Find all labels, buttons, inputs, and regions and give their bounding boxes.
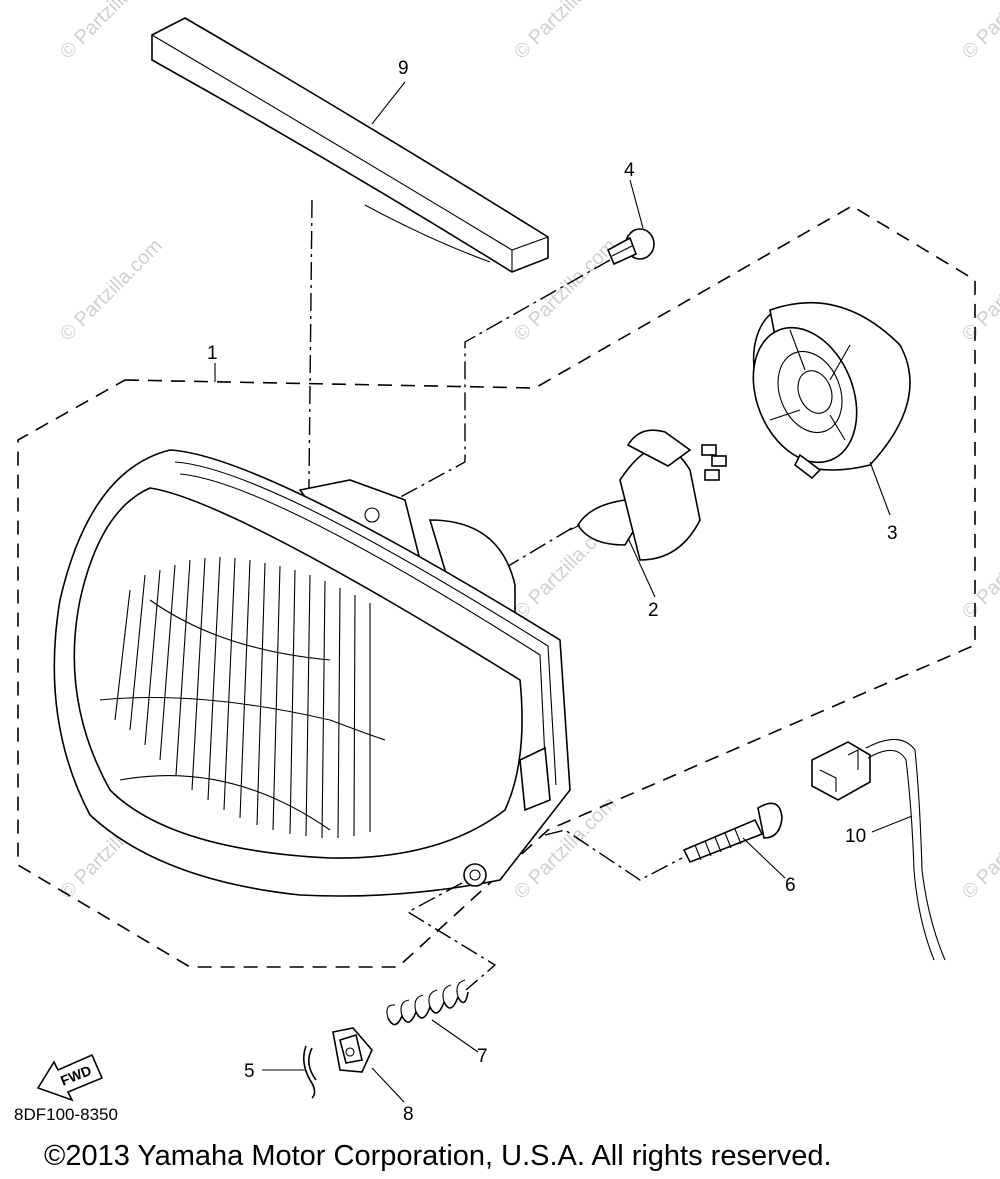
watermark: © Partzilla.com <box>510 0 621 64</box>
part-10-connector <box>811 738 946 961</box>
callout-1: 1 <box>207 343 218 364</box>
leader-2 <box>627 537 656 598</box>
leader-7 <box>431 1019 479 1053</box>
watermark: © Partzilla.com <box>56 0 167 64</box>
part-6-bolt <box>682 802 783 864</box>
leader-3 <box>869 461 891 516</box>
part-8-adjuster <box>332 1027 373 1073</box>
watermark: © Partzilla.com <box>56 235 167 346</box>
callout-6: 6 <box>785 875 796 896</box>
watermark: © Partzilla.com <box>958 0 1000 64</box>
part-5-clip <box>302 1045 317 1099</box>
part-3-bulb-cover <box>752 301 911 480</box>
callout-7: 7 <box>477 1046 488 1067</box>
leader-9 <box>371 81 406 125</box>
part-4-grommet <box>606 228 655 266</box>
leader-4 <box>629 179 644 229</box>
watermark: © Partzilla.com <box>958 513 1000 624</box>
alignment-line-4 <box>394 259 611 501</box>
diagram-code: 8DF100-8350 <box>14 1105 118 1124</box>
callout-10: 10 <box>845 826 866 847</box>
callout-4: 4 <box>624 160 635 181</box>
callout-8: 8 <box>403 1104 414 1125</box>
alignment-line-6 <box>544 829 683 881</box>
part-1-headlight <box>53 449 571 897</box>
forward-arrow-icon: FWD <box>36 1053 104 1102</box>
watermark: © Partzilla.com <box>958 235 1000 346</box>
leader-6 <box>742 837 786 879</box>
alignment-line-2 <box>504 527 573 569</box>
part-7-spring <box>386 979 469 1026</box>
callout-2: 2 <box>648 600 659 621</box>
part-9-visor <box>151 17 549 273</box>
callout-5: 5 <box>244 1061 255 1082</box>
copyright-notice: ©2013 Yamaha Motor Corporation, U.S.A. A… <box>44 1140 832 1172</box>
assembly-outline <box>17 205 976 968</box>
part-2-bulb <box>569 429 727 561</box>
callout-9: 9 <box>398 58 409 79</box>
callout-3: 3 <box>887 523 898 544</box>
watermark: © Partzilla.com <box>958 793 1000 904</box>
leader-8 <box>371 1067 405 1103</box>
alignment-line-7 <box>406 882 497 991</box>
leader-10 <box>871 815 913 833</box>
